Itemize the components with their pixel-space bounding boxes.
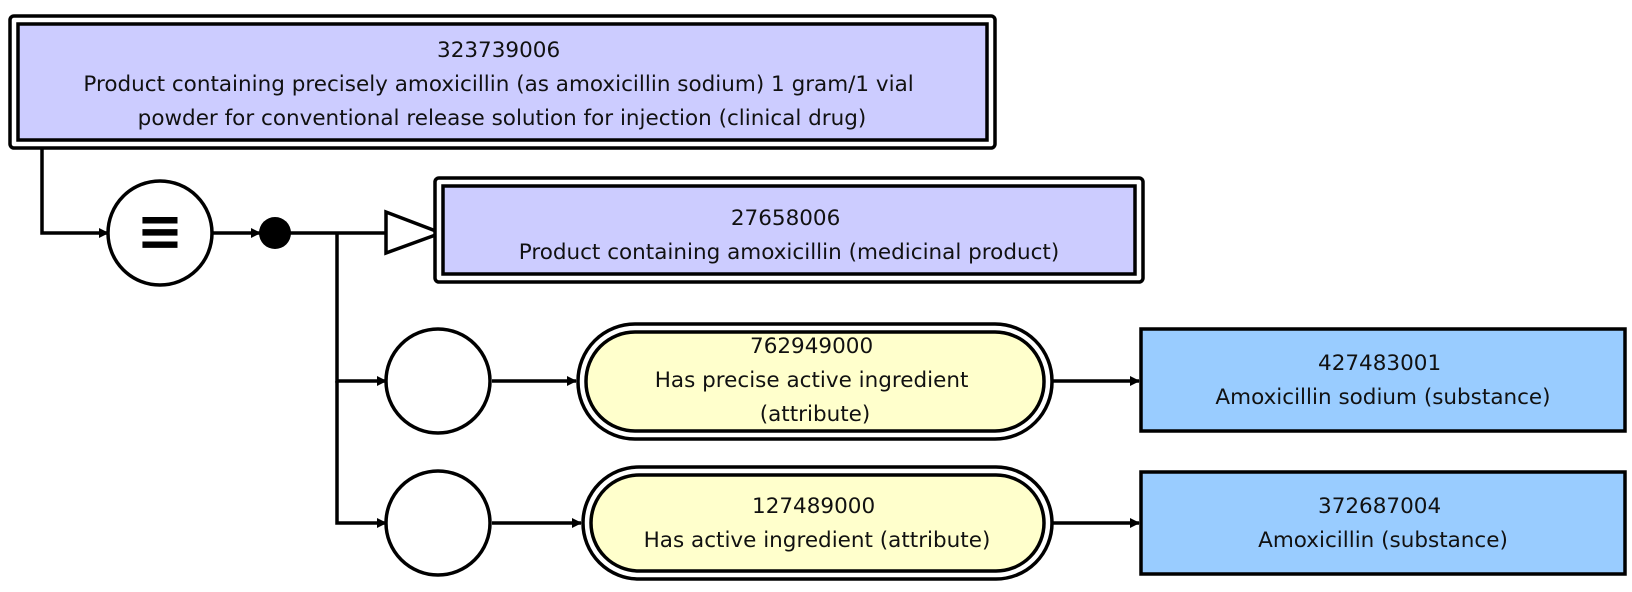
value-concept-id: 427483001	[1318, 351, 1441, 376]
relationship-group-1: 762949000 Has precise active ingredient …	[384, 322, 1627, 441]
connectors	[40, 145, 1140, 528]
svg-text:762949000 Has precise: 762949000 Has precise active ingredient …	[655, 334, 975, 427]
attribute-id: 762949000	[750, 334, 873, 359]
parent-concept-id: 27658006	[731, 206, 840, 231]
attribute-group-circle	[384, 327, 492, 435]
equivalence-symbol: ≡	[137, 199, 184, 264]
attribute-id: 127489000	[752, 494, 875, 519]
svg-text:427483001 Amoxicillin: 427483001 Amoxicillin sodium (substance)	[1215, 351, 1550, 410]
svg-text:27658006 Product contain: 27658006 Product containing amoxicillin …	[519, 206, 1060, 265]
svg-text:127489000 Has active i: 127489000 Has active ingredient (attribu…	[644, 494, 991, 553]
attribute-term-line-1: Has precise active ingredient	[655, 368, 969, 393]
attribute-group-circle	[384, 469, 492, 577]
focus-concept-id: 323739006	[437, 38, 560, 63]
focus-concept-box: 323739006 Product containing precisely a…	[8, 14, 997, 150]
value-concept-id: 372687004	[1318, 494, 1441, 519]
is-a-triangle	[384, 209, 447, 256]
value-concept-term: Amoxicillin (substance)	[1258, 528, 1508, 553]
definition-status-circle: ≡	[106, 179, 214, 287]
svg-text:372687004 Amoxicillin: 372687004 Amoxicillin (substance)	[1258, 494, 1508, 553]
svg-text:323739006 Product contai: 323739006 Product containing precisely a…	[83, 38, 920, 131]
attribute-pill: 762949000 Has precise active ingredient …	[576, 322, 1054, 441]
attribute-term: Has active ingredient (attribute)	[644, 528, 991, 553]
attribute-term-line-2: (attribute)	[760, 402, 871, 427]
conjunction-to-group-1-connector	[335, 233, 387, 386]
focus-concept-term-line-2: powder for conventional release solution…	[138, 106, 867, 131]
parent-concept-term: Product containing amoxicillin (medicina…	[519, 240, 1060, 265]
attribute-pill: 127489000 Has active ingredient (attribu…	[581, 465, 1054, 581]
value-concept-box: 427483001 Amoxicillin sodium (substance)	[1139, 327, 1627, 433]
value-concept-box: 372687004 Amoxicillin (substance)	[1139, 470, 1627, 576]
parent-concept-box: 27658006 Product containing amoxicillin …	[433, 176, 1145, 284]
conjunction-to-group-2-connector	[335, 381, 387, 528]
value-concept-term: Amoxicillin sodium (substance)	[1215, 385, 1550, 410]
conjunction-dot	[259, 217, 291, 249]
relationship-group-2: 127489000 Has active ingredient (attribu…	[384, 465, 1627, 581]
focus-concept-term-line-1: Product containing precisely amoxicillin…	[83, 72, 913, 97]
focus-to-definition-connector	[40, 145, 109, 238]
